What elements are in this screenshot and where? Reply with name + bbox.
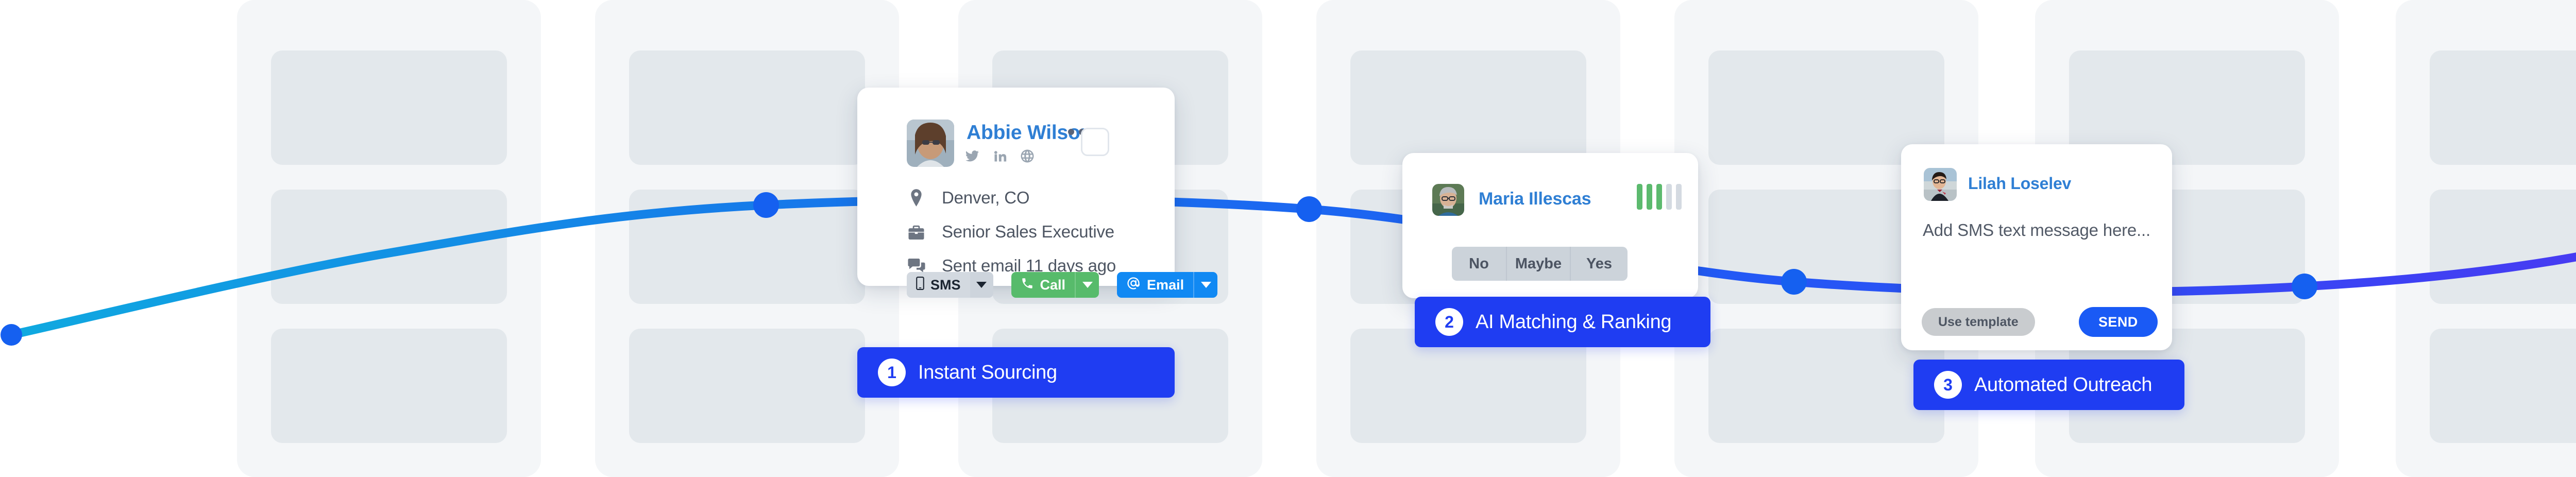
step-label: Automated Outreach [1974,373,2153,396]
phone-handset-icon [1021,277,1034,294]
skeleton-placeholder [271,190,507,304]
detail-row-location: Denver, CO [907,188,1116,208]
call-dropdown-toggle[interactable] [1076,272,1099,298]
call-label: Call [1040,277,1066,293]
detail-text: Sent email 11 days ago [942,256,1116,275]
globe-icon[interactable] [1020,148,1035,164]
mobile-phone-icon [916,276,924,294]
skeleton-placeholder [1350,329,1586,443]
step-button-automated-outreach[interactable]: 3 Automated Outreach [1913,360,2184,410]
candidate-card-lilah[interactable]: Lilah Loselev Add SMS text message here.… [1901,144,2172,350]
decision-button-maybe[interactable]: Maybe [1507,247,1571,281]
skeleton-placeholder [2430,50,2576,165]
skeleton-placeholder [1350,50,1586,165]
candidate-name: Lilah Loselev [1968,174,2072,193]
sms-button[interactable]: SMS [907,272,970,298]
skeleton-column [595,0,899,477]
chevron-down-icon [1200,282,1211,288]
detail-row-activity: Sent email 11 days ago [907,256,1116,276]
skeleton-placeholder [2430,329,2576,443]
chat-bubble-icon [907,259,926,273]
step-button-instant-sourcing[interactable]: 1 Instant Sourcing [857,347,1175,398]
step-button-ai-matching[interactable]: 2 AI Matching & Ranking [1415,297,1710,347]
curve-data-point [1781,269,1807,295]
detail-text: Denver, CO [942,188,1030,207]
step-number-badge: 3 [1934,371,1962,399]
step-label: AI Matching & Ranking [1476,311,1672,333]
decision-button-yes[interactable]: Yes [1571,247,1628,281]
at-sign-icon [1126,276,1141,294]
location-pin-icon [907,189,926,207]
skeleton-placeholder [629,329,865,443]
skeleton-placeholder [1708,50,1944,165]
candidate-name: Maria Illescas [1479,189,1591,209]
call-button[interactable]: Call [1011,272,1076,298]
curve-data-point [753,192,779,218]
rating-bar [1656,184,1662,210]
candidate-details: Denver, CO Senior Sales Executive Sent e… [907,188,1116,276]
select-checkbox[interactable] [1081,128,1109,156]
step-number-badge: 1 [878,359,906,386]
rating-bar [1637,184,1642,210]
email-dropdown-toggle[interactable] [1194,272,1217,298]
curve-data-point [2292,274,2317,299]
decision-button-no[interactable]: No [1452,247,1507,281]
sms-message-input[interactable]: Add SMS text message here... [1923,220,2150,240]
skeleton-placeholder [271,329,507,443]
sms-dropdown-toggle[interactable] [970,272,993,298]
contact-action-buttons: SMS Call Email [907,272,1218,298]
sms-label: SMS [930,277,961,293]
avatar [907,120,954,167]
rating-bar [1676,184,1682,210]
step-label: Instant Sourcing [918,361,1057,383]
avatar [1924,168,1957,201]
candidate-card-abbie[interactable]: Abbie Wilson Denver, CO Senior Sales Exe… [857,88,1218,298]
chevron-down-icon [976,282,987,288]
match-rating-bars [1637,184,1682,210]
skeleton-column [2396,0,2576,477]
avatar [1432,184,1464,216]
rating-bar [1647,184,1652,210]
briefcase-icon [907,224,926,240]
chevron-down-icon [1082,282,1093,288]
sms-button-group[interactable]: SMS [907,272,993,298]
twitter-icon[interactable] [964,149,980,163]
curve-data-point [1,324,22,346]
skeleton-placeholder [271,50,507,165]
use-template-button[interactable]: Use template [1922,308,2035,336]
social-links [964,148,1035,164]
send-button[interactable]: SEND [2079,307,2158,337]
email-button[interactable]: Email [1117,272,1195,298]
email-button-group[interactable]: Email [1117,272,1218,298]
linkedin-icon[interactable] [993,149,1007,163]
call-button-group[interactable]: Call [1011,272,1099,298]
step-number-badge: 2 [1435,308,1463,336]
detail-text: Senior Sales Executive [942,222,1114,241]
rating-bar [1666,184,1672,210]
email-label: Email [1147,277,1184,293]
skeleton-placeholder [629,50,865,165]
curve-data-point [1296,196,1322,222]
detail-row-title: Senior Sales Executive [907,222,1116,242]
skeleton-placeholder [2430,190,2576,304]
